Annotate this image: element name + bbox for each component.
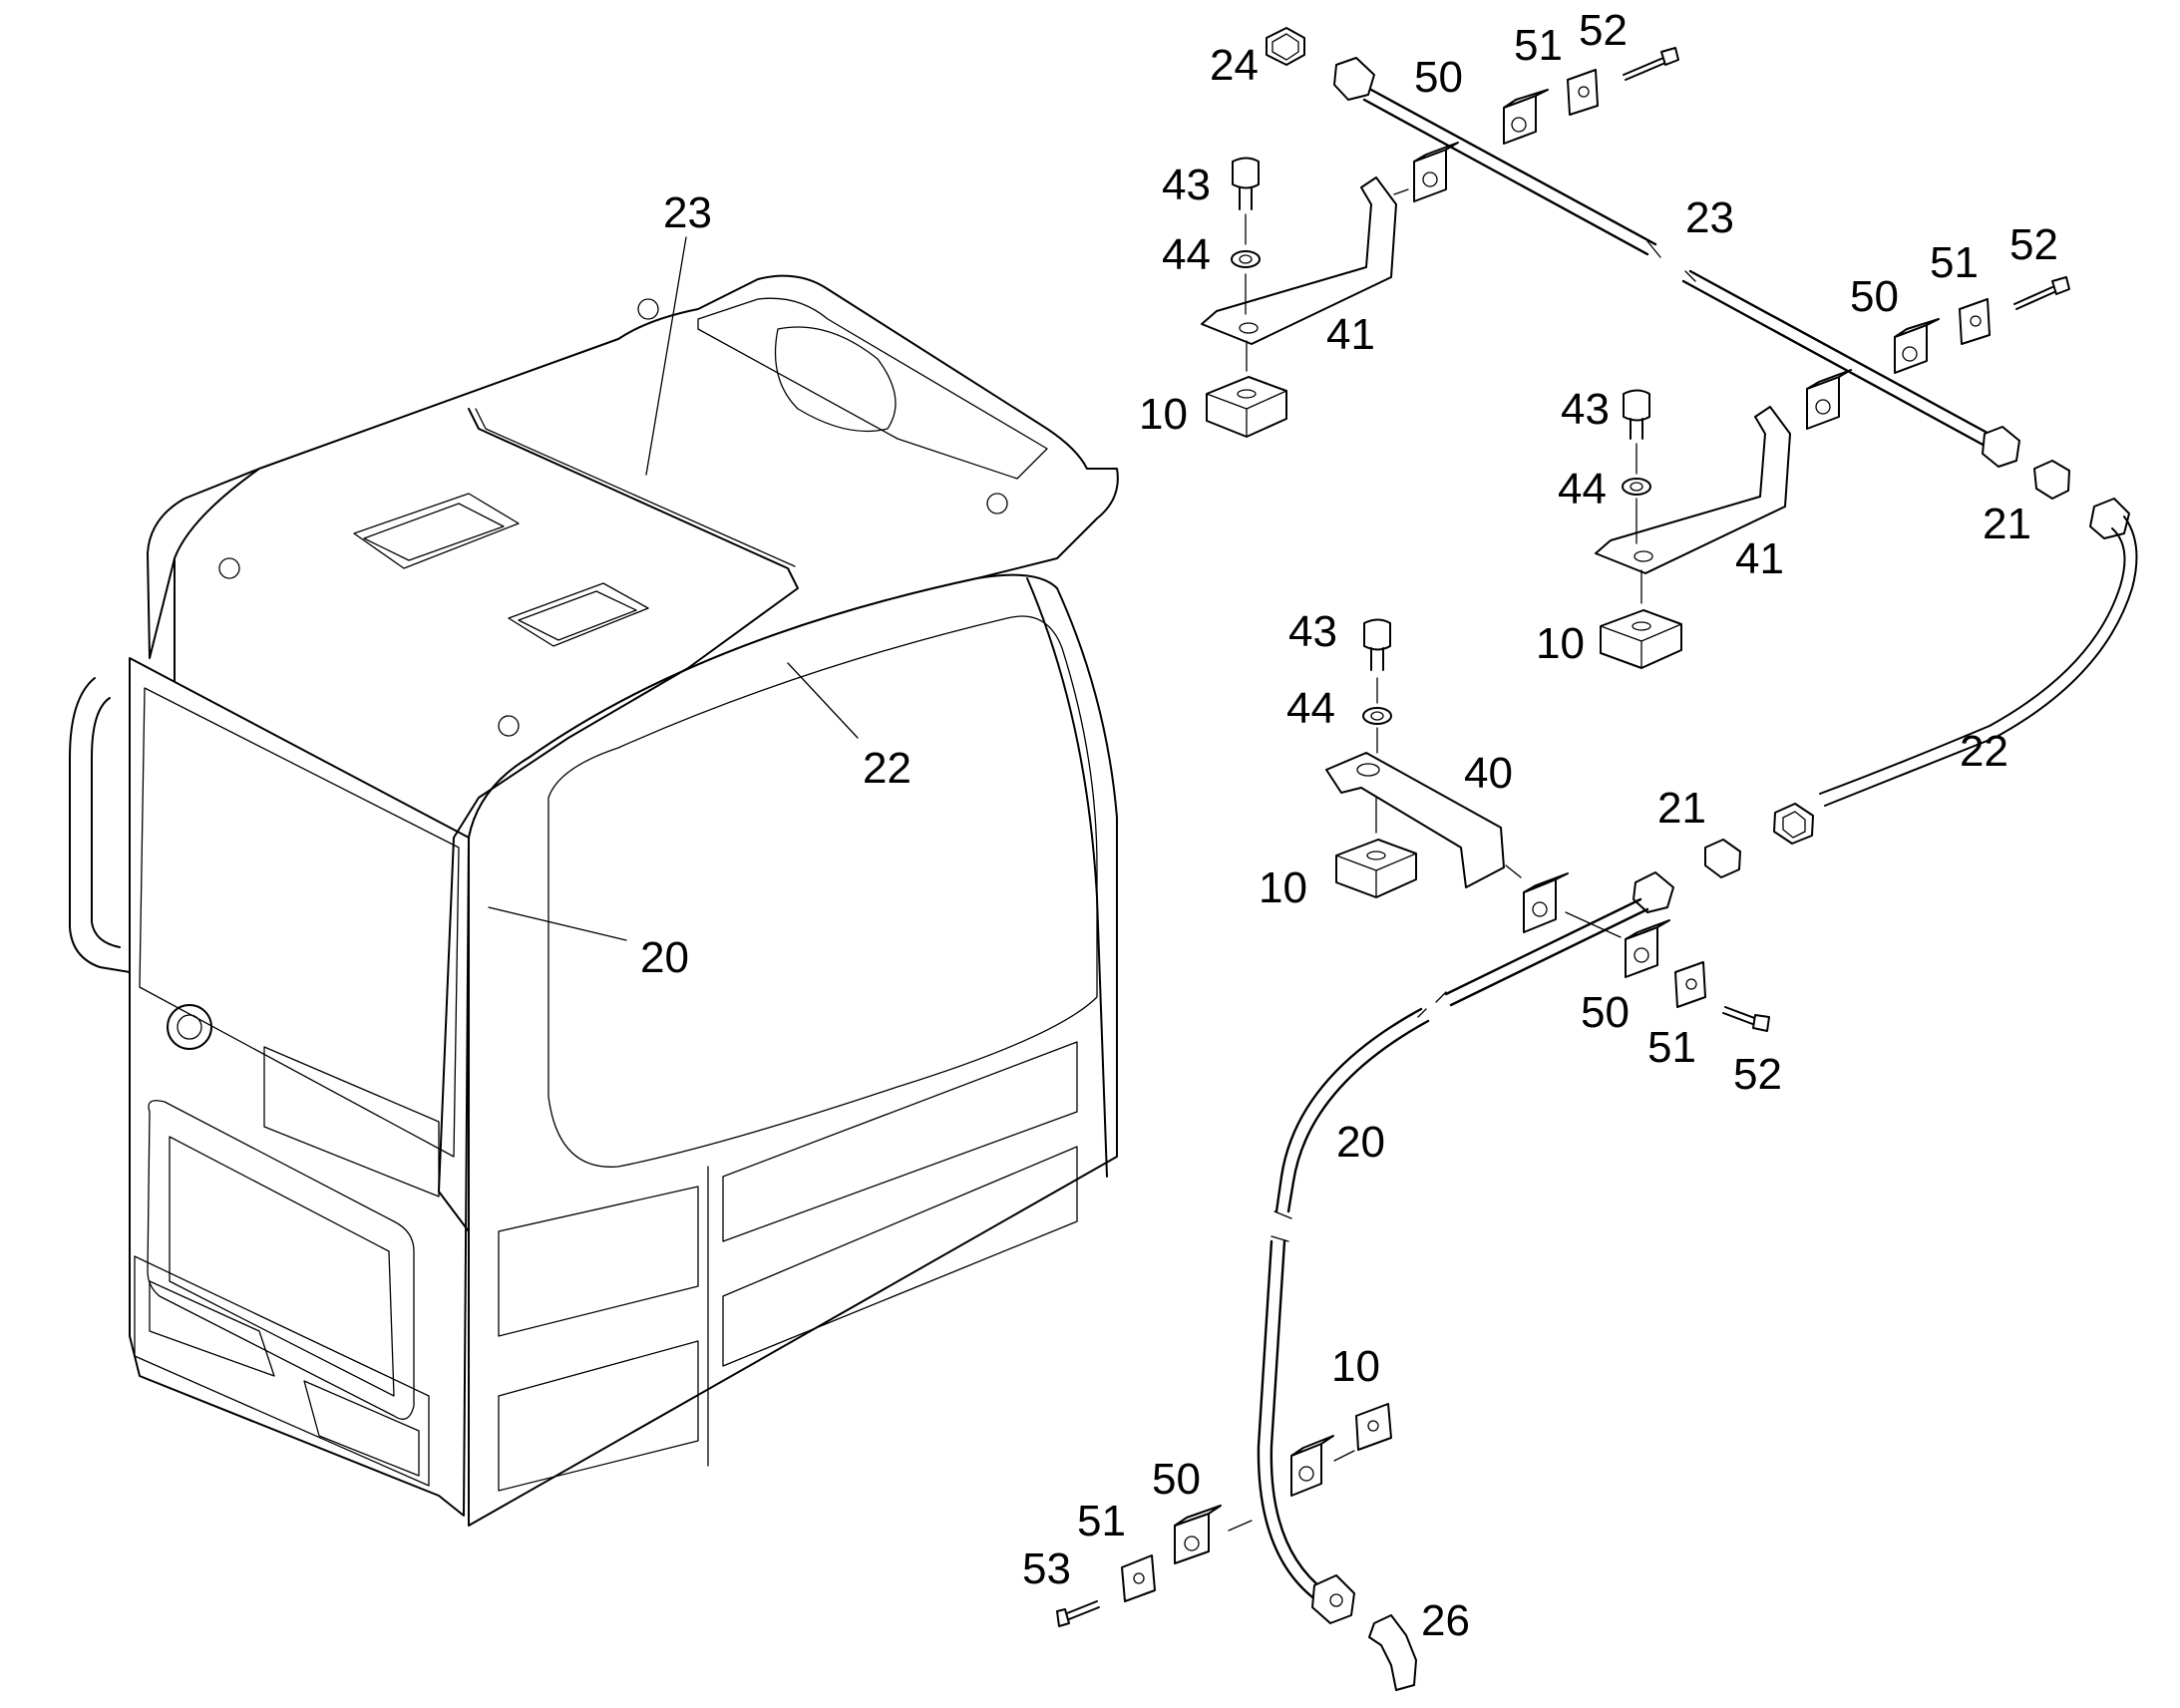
bracket-41-b <box>1595 369 1852 669</box>
callout-52: 52 <box>1579 6 1628 55</box>
callout-41: 41 <box>1735 534 1784 583</box>
cab-assembly <box>69 274 1119 1527</box>
clamp-set-d <box>1056 1403 1392 1627</box>
callout-50: 50 <box>1414 53 1463 102</box>
callout-21: 21 <box>1983 500 2031 548</box>
callout-51: 51 <box>1930 238 1979 287</box>
callout-41: 41 <box>1326 310 1375 359</box>
callout-24: 24 <box>1210 41 1259 90</box>
callout-44: 44 <box>1286 684 1335 733</box>
callout-52: 52 <box>2009 220 2058 269</box>
callout-51: 51 <box>1077 1497 1126 1545</box>
callout-cab-20: 20 <box>640 933 689 982</box>
callout-53: 53 <box>1022 1544 1071 1593</box>
bracket-41-a <box>1201 142 1459 438</box>
callout-44: 44 <box>1162 230 1211 279</box>
callout-20: 20 <box>1336 1118 1385 1167</box>
callout-21: 21 <box>1657 784 1706 833</box>
callout-10: 10 <box>1536 619 1585 668</box>
callout-cab-23: 23 <box>663 188 712 237</box>
clamp-set-a <box>1503 47 1679 145</box>
bracket-40 <box>1325 618 1770 1032</box>
callout-22: 22 <box>1960 727 2008 776</box>
callout-52: 52 <box>1733 1050 1782 1099</box>
callout-50: 50 <box>1152 1455 1201 1504</box>
callout-10: 10 <box>1139 390 1188 439</box>
callout-44: 44 <box>1558 465 1607 513</box>
callout-51: 51 <box>1514 21 1563 70</box>
callout-43: 43 <box>1288 607 1337 656</box>
clamp-set-b <box>1894 276 2070 374</box>
callout-26: 26 <box>1421 1596 1470 1645</box>
callout-43: 43 <box>1561 385 1610 434</box>
callout-cab-22: 22 <box>863 744 911 793</box>
callout-43: 43 <box>1162 161 1211 209</box>
callout-50: 50 <box>1850 272 1899 321</box>
callout-50: 50 <box>1581 988 1630 1037</box>
callout-10: 10 <box>1259 863 1307 912</box>
callout-51: 51 <box>1647 1023 1696 1072</box>
cab-leaders <box>488 236 859 941</box>
callout-23: 23 <box>1685 193 1734 242</box>
callout-10: 10 <box>1331 1342 1380 1391</box>
pipe-23-upper <box>1257 27 2138 1691</box>
callout-40: 40 <box>1464 749 1513 798</box>
callout-labels: 23 22 20 24 50 51 52 43 44 41 10 23 50 5… <box>640 6 2058 1645</box>
